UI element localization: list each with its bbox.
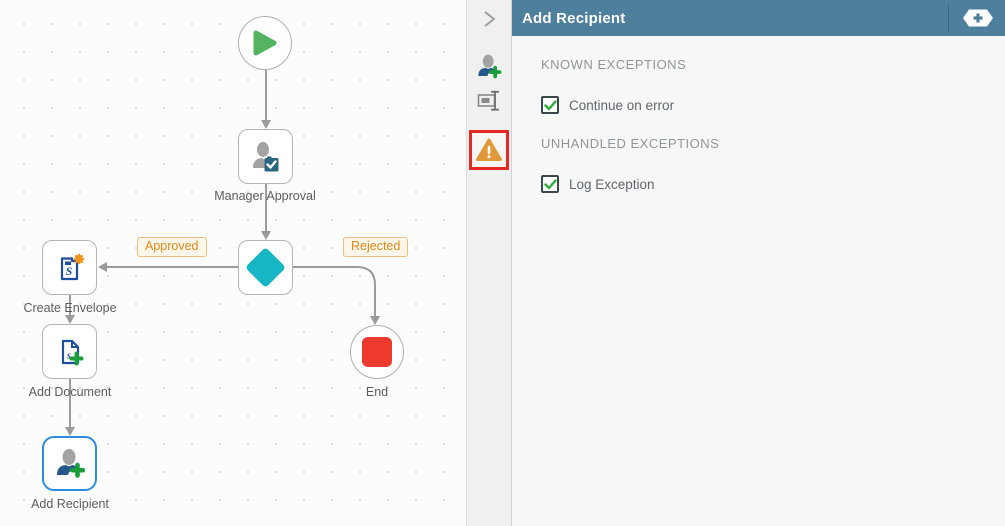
decision-node[interactable] <box>238 240 293 295</box>
checkmark-icon <box>543 178 557 189</box>
svg-text:S: S <box>65 264 72 278</box>
config-panel: Add Recipient KNOWN EXCEPTIONS <box>512 0 1005 526</box>
branch-label-approved[interactable]: Approved <box>137 237 207 257</box>
continue-on-error-label: Continue on error <box>569 97 675 113</box>
checkmark-icon <box>543 99 557 110</box>
exceptions-warning-icon[interactable] <box>469 130 509 170</box>
end-stop-icon <box>362 337 392 367</box>
config-side-toolbar <box>466 0 512 526</box>
add-document-node[interactable]: s <box>42 324 97 379</box>
node-label-create-envelope: Create Envelope <box>23 301 117 315</box>
unhandled-exceptions-heading: UNHANDLED EXCEPTIONS <box>541 136 720 151</box>
config-panel-header: Add Recipient <box>512 0 1005 36</box>
node-label-add-recipient: Add Recipient <box>31 497 109 511</box>
continue-on-error-row: Continue on error <box>541 96 985 114</box>
rename-icon[interactable] <box>469 84 509 118</box>
expand-chevron-icon[interactable] <box>469 4 509 34</box>
start-node[interactable] <box>238 16 292 70</box>
add-recipient-icon <box>56 448 85 478</box>
known-exceptions-heading: KNOWN EXCEPTIONS <box>541 57 687 72</box>
log-exception-row: Log Exception <box>541 175 985 193</box>
decision-diamond-icon <box>244 246 287 289</box>
add-recipient-node[interactable] <box>42 436 97 491</box>
play-icon <box>253 30 277 56</box>
branch-label-rejected[interactable]: Rejected <box>343 237 409 257</box>
header-divider <box>948 4 949 32</box>
add-document-icon: s <box>61 339 83 365</box>
panel-title: Add Recipient <box>522 9 626 27</box>
exceptions-panel-body: KNOWN EXCEPTIONS Continue on error UNHAN… <box>512 36 1005 215</box>
manager-approval-node[interactable] <box>238 129 293 184</box>
add-recipient-config-icon[interactable] <box>469 50 509 84</box>
workflow-connectors <box>65 70 380 436</box>
log-exception-checkbox[interactable] <box>541 175 559 193</box>
node-label-add-document: Add Document <box>28 385 112 399</box>
end-node[interactable] <box>350 325 404 379</box>
log-exception-label: Log Exception <box>569 176 655 192</box>
user-approval-icon <box>252 141 278 171</box>
continue-on-error-checkbox[interactable] <box>541 96 559 114</box>
node-label-manager-approval: Manager Approval <box>214 189 316 203</box>
node-label-end: End <box>365 385 389 399</box>
svg-text:s: s <box>66 350 71 361</box>
create-envelope-node[interactable]: S <box>42 240 97 295</box>
add-variable-icon[interactable] <box>963 9 993 27</box>
workflow-canvas[interactable]: Manager Approval Approved Rejected S Cre… <box>0 0 466 526</box>
create-envelope-icon: S <box>60 253 84 280</box>
